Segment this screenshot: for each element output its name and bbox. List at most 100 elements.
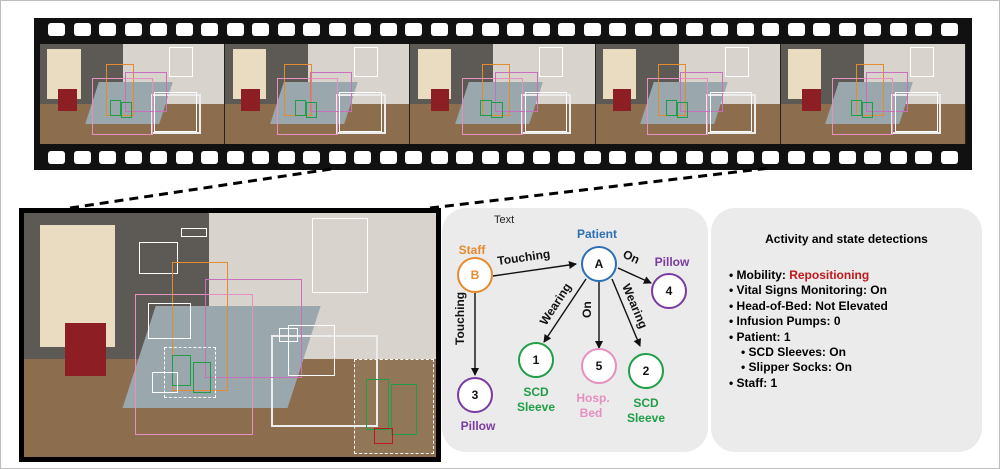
sprocket-hole — [660, 23, 677, 36]
sprocket-hole — [277, 151, 295, 164]
sprocket-hole — [99, 151, 116, 164]
sprocket-hole — [379, 151, 397, 164]
sprocket-hole — [609, 23, 626, 36]
sprocket-hole — [711, 151, 728, 164]
sprocket-hole — [609, 151, 626, 164]
activity-panel: Activity and state detections • Mobility… — [711, 208, 982, 452]
sprocket-hole — [864, 23, 881, 36]
node-scd-sleeve-1-label2: Sleeve — [517, 400, 555, 414]
node-patient: A Patient — [577, 227, 617, 282]
sprocket-hole — [838, 151, 856, 164]
node-scd-sleeve-1: 1 SCD Sleeve — [517, 342, 555, 414]
sprocket-hole — [736, 23, 754, 36]
sprocket-hole — [889, 151, 907, 164]
node-pillow-4-label: Pillow — [655, 255, 690, 269]
node-staff-label: Staff — [459, 243, 487, 257]
sprocket-hole — [150, 151, 167, 164]
node-hosp-bed-5-label: Hosp. — [576, 391, 609, 405]
sprocket-hole — [685, 151, 703, 164]
video-frame-thumbnail — [225, 44, 411, 144]
sprocket-hole — [124, 151, 142, 164]
node-staff: B Staff — [457, 243, 493, 293]
sprocket-hole — [328, 23, 346, 36]
video-frame-thumbnail — [410, 44, 596, 144]
sprocket-hole — [405, 23, 422, 36]
edge-a-4 — [617, 267, 652, 284]
sprocket-hole — [558, 23, 575, 36]
sprocket-hole — [201, 23, 218, 36]
sprocket-hole — [634, 23, 652, 36]
sprocket-hole — [124, 23, 142, 36]
sprocket-hole — [787, 23, 805, 36]
sprocket-hole — [660, 151, 677, 164]
sprocket-hole — [813, 151, 830, 164]
sprocket-hole — [583, 151, 601, 164]
edge-a-2 — [611, 278, 641, 347]
sprocket-hole — [73, 23, 91, 36]
leg-detection-box — [164, 347, 216, 398]
scd-detection-box — [192, 361, 212, 394]
patient-detection-box — [205, 278, 303, 379]
bed-detection-box — [135, 293, 253, 435]
sprocket-hole — [940, 151, 958, 164]
sprocket-hole — [813, 23, 830, 36]
sprocket-hole — [532, 151, 550, 164]
sprocket-hole — [303, 151, 320, 164]
scene-graph: Touching Touching Wearing On Wearing On … — [453, 227, 690, 433]
edge-label-b-a: Touching — [496, 247, 551, 268]
sprocket-hole — [73, 151, 91, 164]
sprocket-hole — [328, 151, 346, 164]
sprocket-hole — [379, 23, 397, 36]
sprocket-hole — [838, 23, 856, 36]
scene-graph-panel: Text Touching Touching Wearing On Wearin… — [442, 208, 708, 452]
node-scd-sleeve-2: 2 SCD Sleeve — [627, 353, 665, 425]
activity-list: • Mobility: Repositioning • Vital Signs … — [729, 268, 888, 391]
detection-box — [312, 217, 368, 294]
sprocket-hole — [456, 23, 473, 36]
activity-item: • Slipper Socks: On — [741, 360, 852, 375]
sprocket-hole — [558, 151, 575, 164]
scd-inset-box — [365, 378, 389, 430]
sprocket-hole — [736, 151, 754, 164]
node-pillow-4: 4 Pillow — [651, 255, 690, 309]
sprocket-hole — [634, 151, 652, 164]
sprocket-hole — [685, 23, 703, 36]
svg-text:B: B — [471, 268, 480, 282]
sprocket-hole — [252, 151, 269, 164]
video-frame-thumbnail — [40, 44, 226, 144]
node-scd-sleeve-1-label: SCD — [523, 385, 549, 399]
detection-box — [279, 327, 298, 342]
sprocket-hole — [915, 23, 932, 36]
activity-item: • SCD Sleeves: On — [741, 344, 846, 359]
video-frame-thumbnail — [595, 44, 781, 144]
sprocket-hole — [762, 23, 779, 36]
svg-text:4: 4 — [666, 284, 673, 298]
sprocket-hole — [201, 151, 218, 164]
activity-item: • Head-of-Bed: Not Elevated — [729, 298, 888, 313]
sprocket-hole — [354, 151, 371, 164]
sprocket-hole — [583, 23, 601, 36]
sprocket-hole — [762, 151, 779, 164]
detection-box — [139, 242, 179, 274]
sock-detection-box — [374, 427, 393, 445]
zoomed-video-frame — [19, 208, 441, 462]
sprocket-hole — [252, 23, 269, 36]
sprocket-hole — [277, 23, 295, 36]
node-scd-sleeve-2-label: SCD — [633, 396, 659, 410]
node-hosp-bed-5-label2: Bed — [580, 406, 603, 420]
detection-box — [180, 227, 208, 237]
sprocket-hole — [940, 23, 958, 36]
sprocket-hole — [150, 23, 167, 36]
edge-b-a — [492, 261, 577, 277]
filmstrip-top-sprockets — [48, 23, 958, 37]
node-patient-label: Patient — [577, 227, 617, 241]
activity-title: Activity and state detections — [765, 232, 928, 246]
svg-text:A: A — [595, 257, 604, 271]
detection-box — [151, 371, 179, 394]
edge-label-a-4: On — [621, 247, 642, 267]
sprocket-hole — [303, 23, 320, 36]
video-frame-thumbnail — [780, 44, 967, 144]
sprocket-hole — [99, 23, 116, 36]
sprocket-hole — [354, 23, 371, 36]
edge-a-1 — [543, 278, 587, 343]
